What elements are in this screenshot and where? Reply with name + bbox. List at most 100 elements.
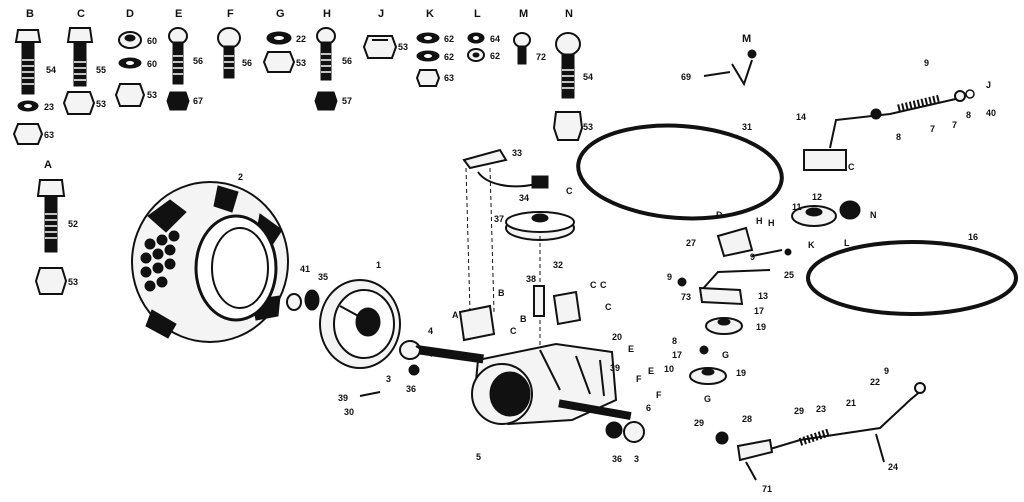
hardware-label: 60 bbox=[147, 36, 157, 46]
transaxle-icon bbox=[418, 342, 632, 426]
ref-letter: D bbox=[716, 210, 723, 220]
hardware-label: 54 bbox=[583, 72, 593, 82]
callout-9: 9 bbox=[750, 252, 755, 262]
callout-36: 36 bbox=[612, 454, 622, 464]
ref-letter: E bbox=[648, 366, 654, 376]
ref-letter: H bbox=[768, 218, 775, 228]
hardware-label: 56 bbox=[342, 56, 352, 66]
callout-11: 11 bbox=[792, 202, 802, 212]
callout-8: 8 bbox=[672, 336, 677, 346]
hardware-label: 62 bbox=[444, 52, 454, 62]
ref-letter: B bbox=[520, 314, 527, 324]
nut-icon bbox=[262, 51, 296, 73]
washer-icon bbox=[266, 31, 292, 45]
bolt-icon bbox=[14, 29, 42, 95]
bolt-icon bbox=[168, 27, 188, 85]
callout-19: 19 bbox=[756, 322, 766, 332]
ref-letter: C bbox=[600, 280, 607, 290]
callout-16: 16 bbox=[968, 232, 978, 242]
washer-icon bbox=[17, 100, 39, 112]
hardware-label: 53 bbox=[398, 42, 408, 52]
callout-7: 7 bbox=[930, 124, 935, 134]
callout-3: 3 bbox=[634, 454, 639, 464]
spring-icon bbox=[399, 340, 433, 360]
ref-letter: F bbox=[656, 390, 662, 400]
ref-letter: A bbox=[452, 310, 459, 320]
hardware-label: 56 bbox=[242, 58, 252, 68]
washer-icon bbox=[118, 57, 142, 69]
column-letter-j: J bbox=[378, 8, 384, 20]
rod-icon bbox=[829, 89, 975, 149]
hardware-label: 55 bbox=[96, 65, 106, 75]
callout-7: 7 bbox=[952, 120, 957, 130]
hardware-label: 60 bbox=[147, 59, 157, 69]
column-letter-f: F bbox=[227, 8, 234, 20]
callout-41: 41 bbox=[300, 264, 310, 274]
column-letter-g: G bbox=[276, 8, 285, 20]
nut-icon bbox=[415, 69, 441, 87]
bolt-icon bbox=[36, 179, 66, 253]
callout-17: 17 bbox=[754, 306, 764, 316]
ref-letter: C bbox=[848, 162, 855, 172]
ref-letter: E bbox=[628, 344, 634, 354]
callout-20: 20 bbox=[612, 332, 622, 342]
callout-36: 36 bbox=[406, 384, 416, 394]
hardware-label: 64 bbox=[490, 34, 500, 44]
ref-letter: G bbox=[722, 350, 729, 360]
nut-icon bbox=[62, 91, 96, 115]
ref-letter: H bbox=[756, 216, 763, 226]
hardware-label: 53 bbox=[68, 277, 78, 287]
ref-letter: F bbox=[636, 374, 642, 384]
ref-letter: C bbox=[590, 280, 597, 290]
hardware-label: 72 bbox=[536, 52, 546, 62]
hardware-label: 63 bbox=[444, 73, 454, 83]
hardware-label: 53 bbox=[96, 99, 106, 109]
column-letter-m: M bbox=[519, 8, 528, 20]
callout-34: 34 bbox=[519, 193, 529, 203]
column-letter-d: D bbox=[126, 8, 134, 20]
column-letter-m-sub: M bbox=[742, 33, 751, 45]
callout-33: 33 bbox=[512, 148, 522, 158]
column-letter-n: N bbox=[565, 8, 573, 20]
callout-12: 12 bbox=[812, 192, 822, 202]
callout-8: 8 bbox=[896, 132, 901, 142]
pulley-icon bbox=[505, 211, 575, 241]
callout-4: 4 bbox=[428, 326, 433, 336]
hardware-label: 56 bbox=[193, 56, 203, 66]
callout-9: 9 bbox=[884, 366, 889, 376]
column-letter-a: A bbox=[44, 159, 52, 171]
rod-icon bbox=[703, 49, 757, 87]
column-letter-c: C bbox=[77, 8, 85, 20]
callout-39: 39 bbox=[338, 393, 348, 403]
callout-25: 25 bbox=[784, 270, 794, 280]
hardware-label: 23 bbox=[44, 102, 54, 112]
column-letter-k: K bbox=[426, 8, 434, 20]
hardware-label: 53 bbox=[147, 90, 157, 100]
rod-icon bbox=[716, 226, 792, 258]
ref-letter: N bbox=[870, 210, 877, 220]
ref-letter: L bbox=[844, 238, 850, 248]
tire-icon bbox=[131, 181, 289, 343]
callout-73: 73 bbox=[681, 292, 691, 302]
washer-icon bbox=[605, 421, 645, 443]
nut-icon bbox=[118, 31, 142, 49]
callout-1: 1 bbox=[376, 260, 381, 270]
bolt-icon bbox=[316, 27, 336, 81]
nut-icon bbox=[114, 83, 146, 107]
hardware-label: 53 bbox=[583, 122, 593, 132]
spring-icon bbox=[715, 382, 926, 462]
nut-icon bbox=[552, 111, 584, 141]
callout-71: 71 bbox=[762, 484, 772, 494]
callout-2: 2 bbox=[238, 172, 243, 182]
hardware-label: 62 bbox=[444, 34, 454, 44]
callout-40: 40 bbox=[986, 108, 996, 118]
callout-22: 22 bbox=[870, 377, 880, 387]
wheel-rim-icon bbox=[319, 279, 401, 369]
hardware-label: 22 bbox=[296, 34, 306, 44]
nut-icon bbox=[34, 267, 68, 295]
hardware-label: 52 bbox=[68, 219, 78, 229]
callout-3: 3 bbox=[386, 374, 391, 384]
rod-icon bbox=[462, 148, 549, 189]
column-letter-h: H bbox=[323, 8, 331, 20]
